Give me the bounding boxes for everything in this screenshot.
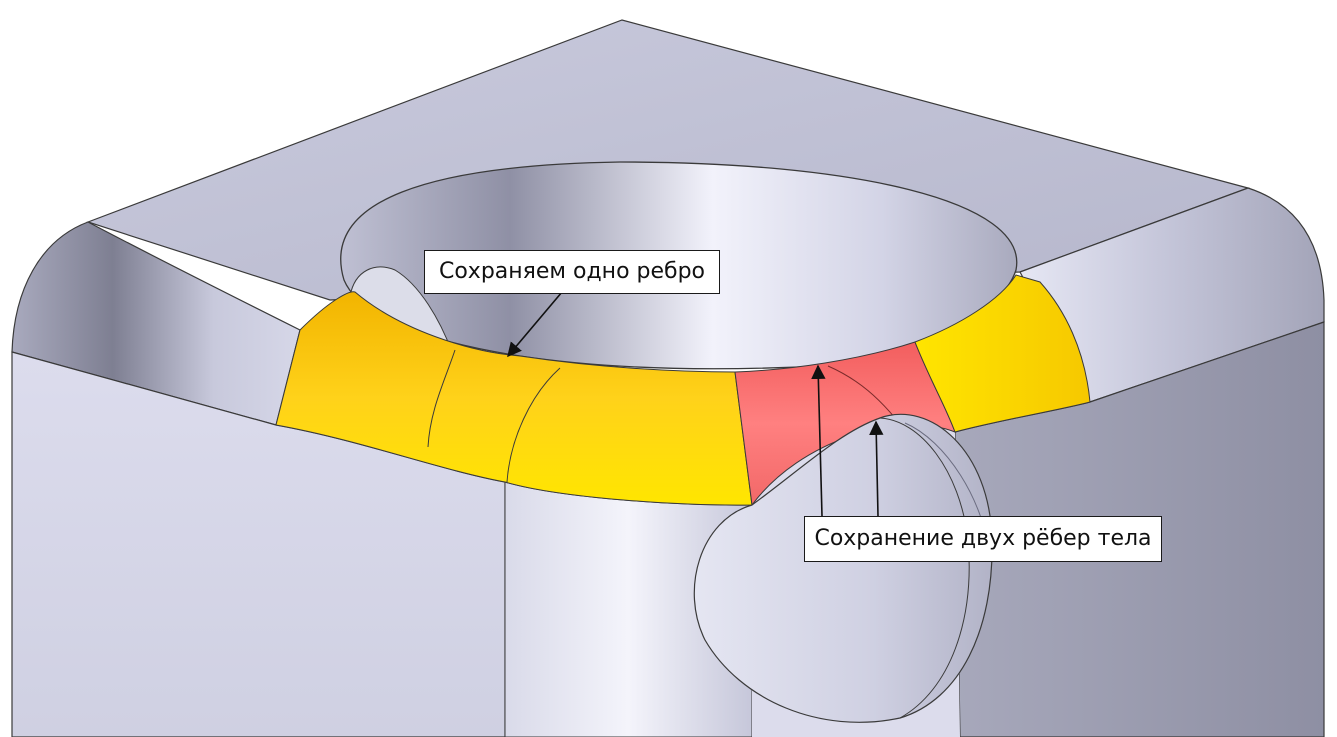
fillet-yellow-left [275, 291, 753, 506]
callout-keep-two-edges: Сохранение двух рёбер тела [804, 516, 1162, 562]
fillet-yellow-right [914, 274, 1091, 433]
callout-keep-one-edge: Сохраняем одно ребро [424, 250, 720, 294]
arrow-keep-two-edges-2 [869, 420, 884, 517]
right-round-edge [1019, 187, 1325, 403]
side-hole-right [693, 413, 993, 723]
arrow-keep-one-edge [507, 291, 563, 358]
arrow-keep-two-edges-1 [811, 364, 826, 517]
